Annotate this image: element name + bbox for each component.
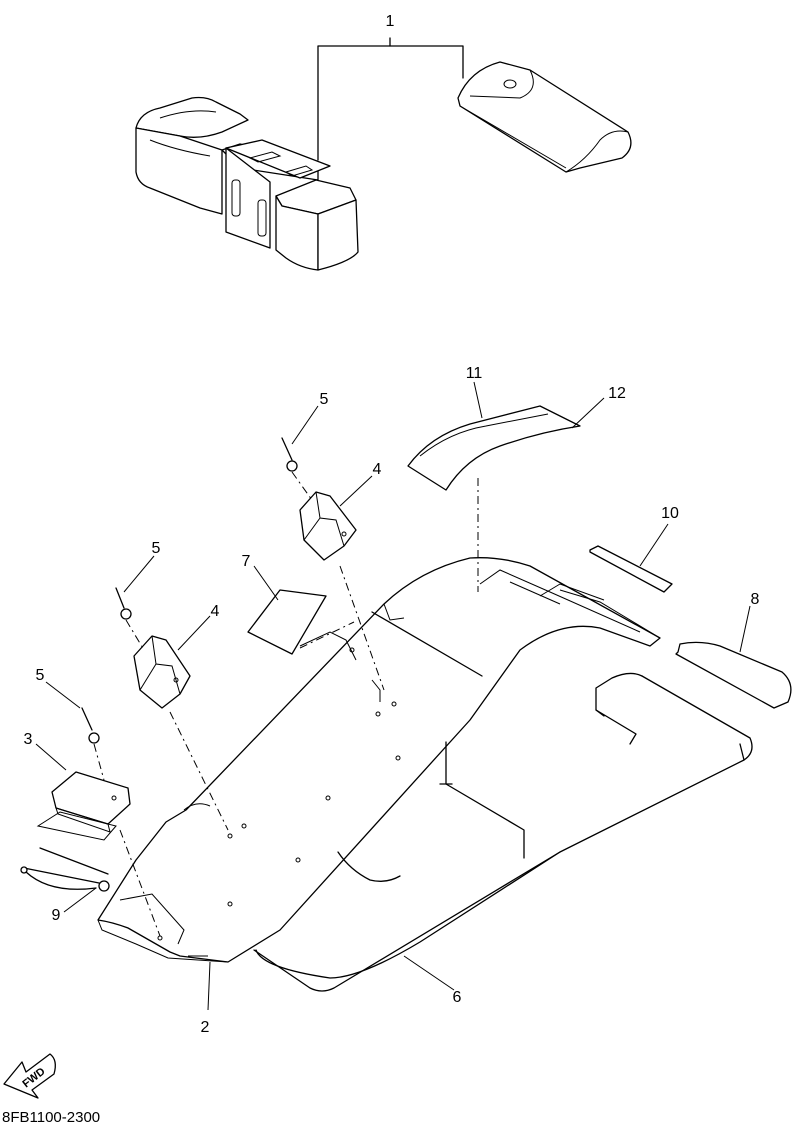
callout-9: 9 [52, 907, 61, 924]
callout-5c: 5 [36, 667, 45, 684]
callout-8: 8 [751, 591, 760, 608]
callout-10: 10 [661, 505, 679, 522]
callout-3: 3 [24, 731, 33, 748]
bracket-upper [299, 491, 357, 561]
callout-12: 12 [608, 385, 626, 402]
pin [20, 847, 110, 892]
drawing-code: 8FB1100-2300 [2, 1109, 100, 1126]
callout-2: 2 [201, 1019, 210, 1036]
callout-5a: 5 [320, 391, 329, 408]
callout-6: 6 [453, 989, 462, 1006]
callout-4a: 4 [373, 461, 382, 478]
hook-band [675, 641, 792, 709]
callout-7: 7 [242, 553, 251, 570]
callout-1: 1 [386, 13, 395, 30]
callout-5b: 5 [152, 540, 161, 557]
tool-case [135, 96, 359, 271]
callout-4b: 4 [211, 603, 220, 620]
seal-pad [407, 405, 581, 491]
hinge [36, 771, 131, 841]
assembly-lines [93, 471, 479, 937]
rear-carrier-plate [97, 557, 661, 963]
rivet-b [115, 587, 132, 620]
fwd-arrow-icon: FWD [3, 1053, 56, 1099]
under-tray [253, 611, 753, 992]
tool-roll [457, 61, 632, 173]
bracket-lower [133, 635, 191, 709]
label-sticker [247, 589, 327, 655]
tool-kit-group [135, 37, 632, 271]
rivet-a [281, 437, 298, 472]
leader-lines [35, 381, 751, 1011]
mount-holes [157, 647, 401, 941]
rubber-strip [589, 545, 673, 593]
rivet-c [81, 707, 100, 744]
callout-11: 11 [466, 365, 483, 382]
